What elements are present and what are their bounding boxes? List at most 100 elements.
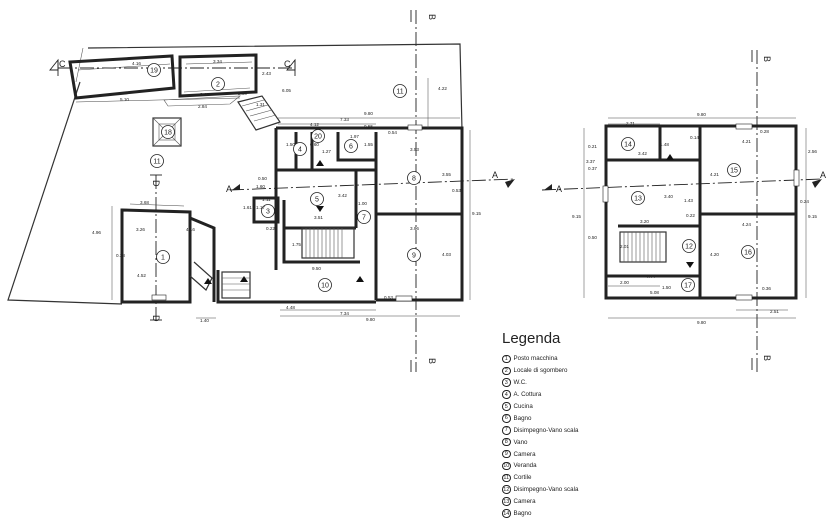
dim-label: 1.75: [292, 242, 301, 247]
dim-label: 2.00: [620, 280, 629, 285]
legend-number: 2: [502, 366, 511, 376]
dim-label: 3.37: [586, 159, 595, 164]
dim-label: 0.50: [258, 176, 267, 181]
dim-label: 4.12: [310, 122, 319, 127]
dim-label: 3.53: [410, 147, 419, 152]
section-label-a-left: A: [226, 184, 232, 194]
dim-label: 1.60: [256, 184, 265, 189]
ground-floor-dimensions: [75, 61, 471, 319]
legend-label: Veranda: [513, 462, 537, 470]
dim-label: 9.15: [808, 214, 817, 219]
legend-number: 8: [502, 437, 511, 447]
dim-label: 3.55: [442, 172, 451, 177]
dim-label: 4.16: [186, 227, 195, 232]
legend-number: 12: [502, 485, 511, 494]
room-number-10: 10: [321, 283, 329, 290]
section-label-c-left: C: [59, 59, 66, 69]
dim-label: 6.05: [282, 88, 291, 93]
dim-label: 1.27: [322, 149, 331, 154]
dim-label: 2.43: [262, 71, 271, 76]
dim-label: 2.42: [200, 92, 209, 97]
room-number-11b: 11: [153, 159, 160, 166]
legend-label: Posto macchina: [513, 355, 558, 363]
dim-label: 0.53: [452, 188, 461, 193]
dim-label: 7.33: [340, 117, 349, 122]
room-number-4: 4: [298, 147, 302, 154]
dim-label: 3.68: [140, 200, 149, 205]
section-label-b-top: B: [427, 14, 437, 20]
legend-label: W.C.: [513, 379, 527, 387]
section-label-b-bottom-right: B: [762, 355, 772, 361]
legend-label: Camera: [513, 450, 536, 458]
legend-number: 5: [502, 402, 511, 411]
legend-label: Locale di sgombero: [513, 367, 568, 375]
dim-label: 4.44: [646, 274, 655, 279]
dim-label: 1.40: [200, 318, 209, 323]
dim-label: 0.53: [384, 295, 393, 300]
dim-label: 4.22: [438, 86, 447, 91]
dim-label: 0.14: [690, 135, 699, 140]
dim-label: 1.61: [243, 205, 252, 210]
dim-label: 9.15: [572, 214, 581, 219]
dim-label: 1.00: [358, 201, 367, 206]
room-number-6: 6: [349, 144, 353, 151]
dim-label: 9.80: [697, 112, 706, 117]
dim-label: 1.50: [662, 285, 671, 290]
dim-label: 4.48: [286, 305, 295, 310]
dim-label: 4.52: [137, 273, 146, 278]
dim-label: 0.36: [762, 286, 771, 291]
dim-label: 7.34: [340, 311, 349, 316]
section-label-a-right-left: A: [556, 184, 562, 194]
dim-label: 1.55: [364, 142, 373, 147]
dim-label: 4.20: [710, 252, 719, 257]
floor-plan-drawing: B B B B A A A A C C D D: [7, 10, 826, 372]
dim-label: 1.43: [684, 198, 693, 203]
dim-label: 0.54: [388, 130, 397, 135]
dim-label: 2.01: [620, 244, 629, 249]
section-label-c-right: C: [284, 59, 291, 69]
dim-label: 9.50: [312, 266, 321, 271]
room-number-19: 19: [150, 68, 158, 75]
legend-number: 13: [502, 497, 511, 506]
legend-label: Disimpegno-Vano scala: [513, 486, 579, 494]
section-label-a-right: A: [820, 170, 826, 180]
dimension-labels: 4.16 3.34 5.10 2.43 2.42 2.00 2.84 1.31 …: [92, 59, 817, 325]
room-number-18: 18: [164, 130, 172, 137]
legend-number: 9: [502, 449, 511, 459]
section-labels: B B B B A A A A C C D D: [49, 14, 826, 364]
room-number-1: 1: [161, 255, 165, 262]
dim-label: 2.56: [808, 149, 817, 154]
dim-label: 1.48: [660, 142, 669, 147]
dim-label: 3.42: [638, 151, 647, 156]
dim-label: 9.80: [364, 111, 373, 116]
dim-label: 3.40: [664, 194, 673, 199]
legend-number: 11: [502, 473, 511, 483]
room-number-8: 8: [412, 176, 416, 183]
legend-number: 6: [502, 414, 511, 423]
dim-label: 4.21: [742, 139, 751, 144]
section-label-d-bottom: D: [151, 315, 161, 322]
dim-label: 2.71: [626, 121, 635, 126]
dim-label: 2.00: [238, 91, 247, 96]
room-number-20: 20: [314, 134, 322, 141]
dim-label: 5.08: [650, 290, 659, 295]
dim-label: 1.97: [350, 134, 359, 139]
legend-number: 1: [502, 354, 511, 364]
dim-label: 4.16: [132, 61, 141, 66]
dim-label: 0.21: [588, 144, 597, 149]
dim-label: 4.21: [710, 172, 719, 177]
room-number-3: 3: [266, 209, 270, 216]
legend-label: A. Cottura: [513, 391, 542, 399]
dim-label: 1.31: [256, 102, 265, 107]
section-label-a-mid: A: [492, 170, 498, 180]
legend-number: 14: [502, 509, 511, 518]
